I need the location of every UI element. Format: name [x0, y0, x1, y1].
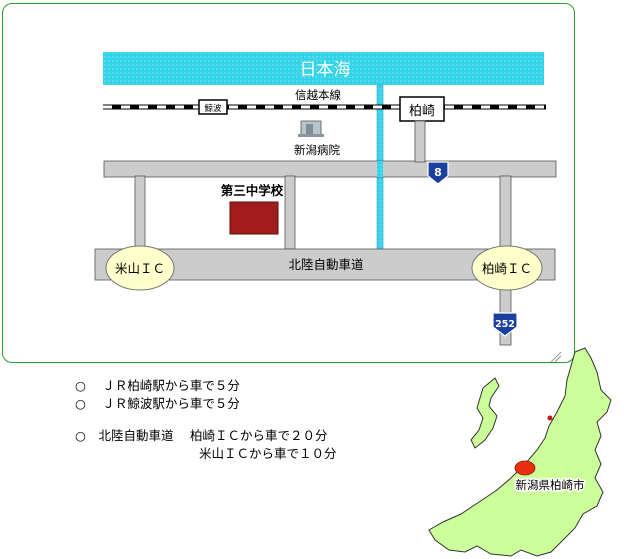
- road-route-8: [103, 160, 557, 178]
- ic-yoneyama: 米山ＩＣ: [115, 261, 165, 276]
- prefecture-label: 新潟県柏崎市: [516, 478, 585, 492]
- access-text: 米山ＩＣから車で１０分: [199, 446, 337, 461]
- station-kujiranami: 鯨波: [204, 103, 222, 114]
- niigata-mainland: [428, 347, 612, 557]
- route-8-number: 8: [434, 166, 442, 179]
- access-item: ○ 北陸自動車道 柏崎ＩＣから車で２０分: [75, 427, 337, 445]
- hospital-icon: [298, 120, 324, 137]
- expressway-label: 北陸自動車道: [288, 257, 364, 272]
- hospital-label: 新潟病院: [294, 143, 340, 157]
- sado-island: [470, 377, 500, 449]
- location-dot-icon: [547, 415, 553, 421]
- prefecture-inset-map: 新潟県柏崎市: [428, 347, 612, 557]
- access-item: 米山ＩＣから車で１０分: [75, 445, 337, 463]
- bullet-icon: ○: [75, 428, 86, 443]
- route-8-shield: [427, 161, 449, 185]
- access-expressway: 北陸自動車道: [98, 428, 174, 443]
- station-kujiranami-box: [198, 99, 228, 115]
- ic-yoneyama-marker: [105, 245, 175, 291]
- route-252-number: 252: [495, 319, 515, 330]
- road-center-branch: [284, 175, 296, 250]
- bullet-icon: ○: [75, 378, 86, 393]
- access-text: ＪＲ柏崎駅から車で５分: [102, 378, 240, 393]
- kashiwazaki-marker: [514, 460, 536, 476]
- access-text: ＪＲ鯨波駅から車で５分: [102, 396, 240, 411]
- station-kashiwazaki-box: [399, 96, 445, 122]
- ic-kashiwazaki-marker: [471, 245, 543, 291]
- sea-area: [103, 52, 544, 85]
- road-west-branch: [134, 175, 146, 250]
- school-label: 第三中学校: [221, 183, 284, 198]
- resize-grip-icon: [550, 351, 562, 363]
- access-map: 日本海 信越本線 鯨波 柏崎 新潟病院 第三中学校 北陸自動車道 米山ＩＣ 柏崎…: [94, 52, 562, 363]
- road-north-connector: [414, 120, 426, 163]
- ic-kashiwazaki: 柏崎ＩＣ: [482, 261, 532, 276]
- access-info: ○ ＪＲ柏崎駅から車で５分 ○ ＪＲ鯨波駅から車で５分 ○ 北陸自動車道 柏崎Ｉ…: [75, 377, 337, 463]
- access-item: ○ ＪＲ柏崎駅から車で５分: [75, 377, 337, 395]
- station-kashiwazaki: 柏崎: [409, 104, 435, 119]
- sea-label: 日本海: [300, 60, 351, 80]
- access-item: ○ ＪＲ鯨波駅から車で５分: [75, 395, 337, 413]
- rail-line-label: 信越本線: [295, 88, 341, 102]
- school-building: [229, 201, 279, 235]
- route-252-shield: [492, 312, 518, 337]
- bullet-icon: ○: [75, 396, 86, 411]
- road-east-branch: [499, 175, 512, 250]
- river-crossing: [377, 161, 383, 177]
- access-text: 柏崎ＩＣから車で２０分: [189, 428, 328, 443]
